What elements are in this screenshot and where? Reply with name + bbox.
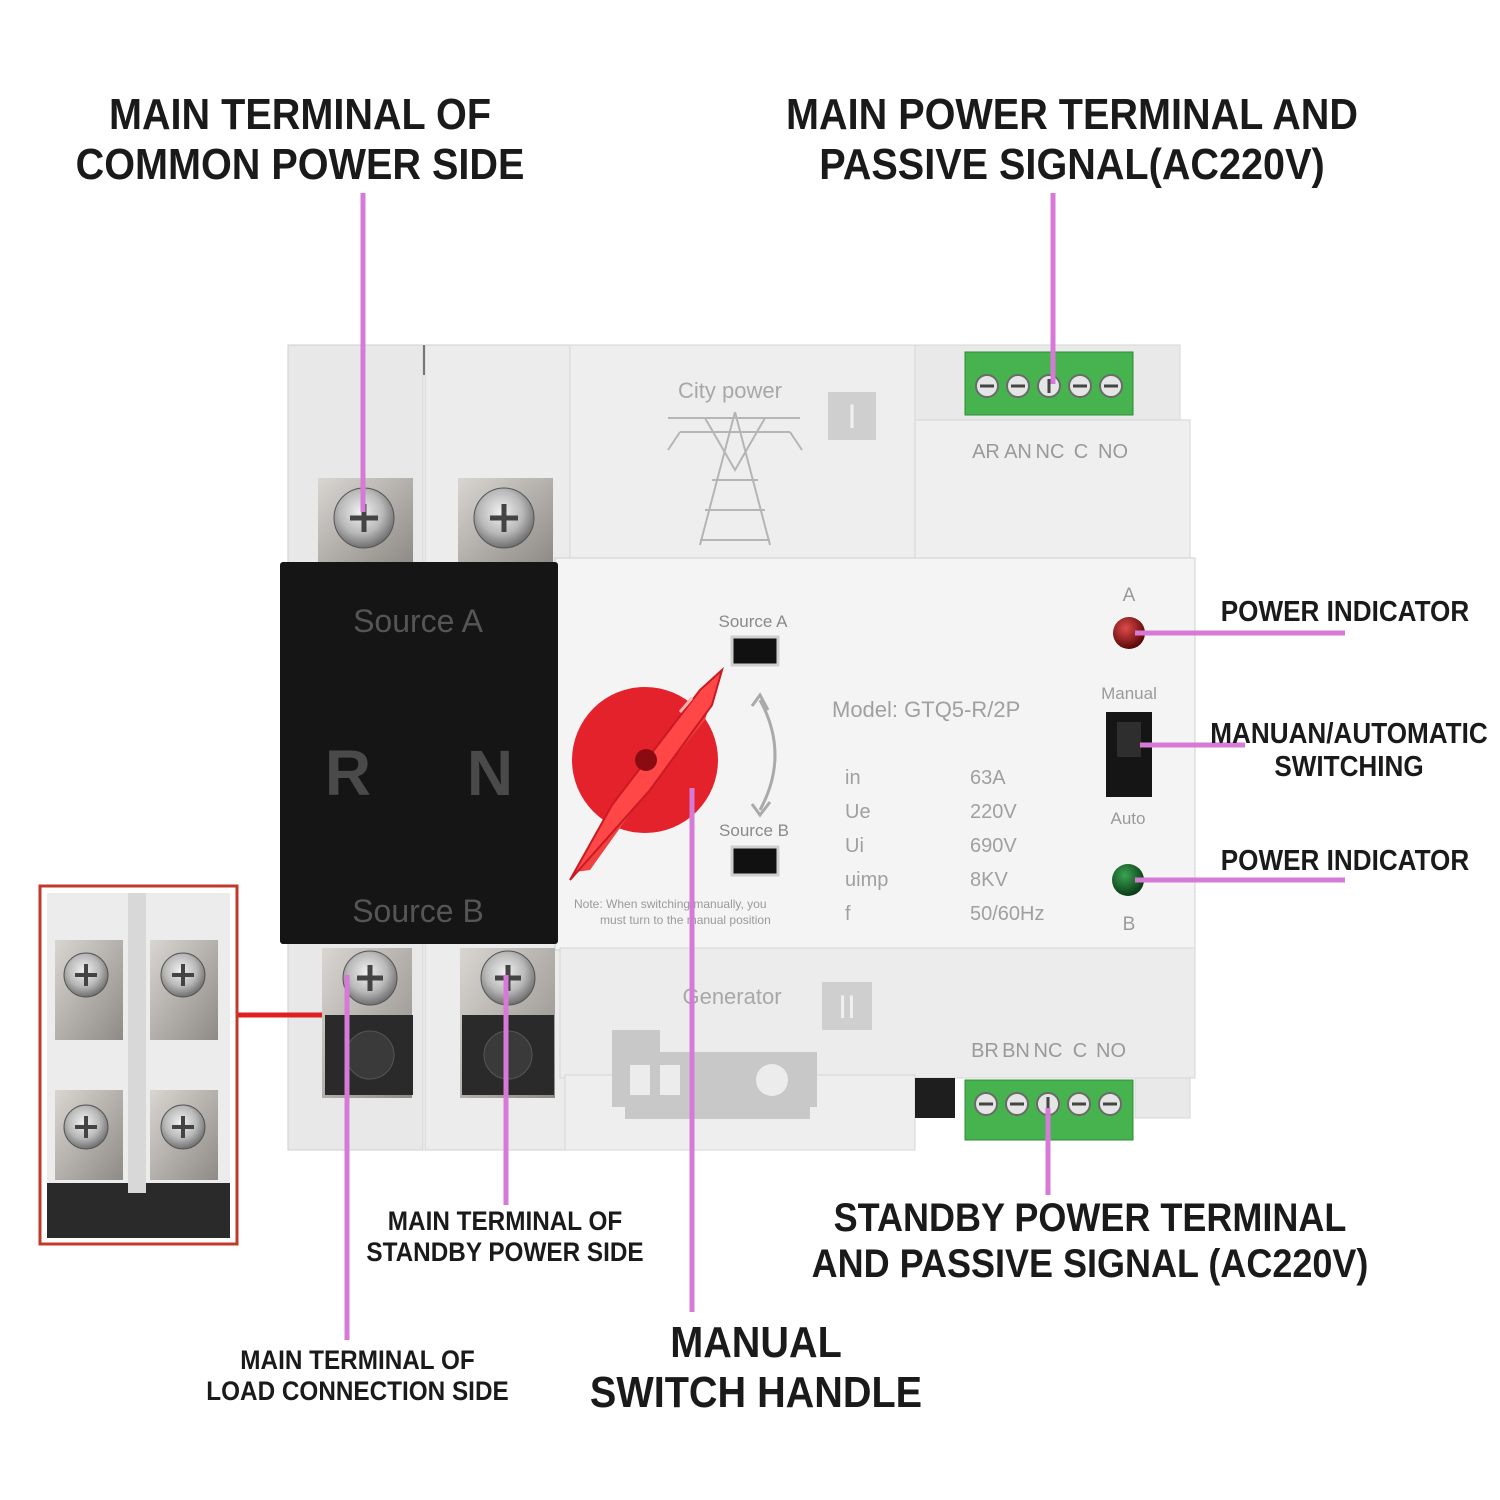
svg-text:I: I xyxy=(847,398,856,436)
generator-module: Generator II xyxy=(612,982,872,1119)
model-label: Model: GTQ5-R/2P xyxy=(832,697,1020,722)
svg-text:Note: When switching manually,: Note: When switching manually, you xyxy=(574,897,767,911)
svg-text:Source A: Source A xyxy=(719,612,789,631)
pylon-icon xyxy=(667,411,803,546)
terminal-zoom-inset xyxy=(38,884,322,1246)
svg-text:Manual: Manual xyxy=(1101,684,1157,703)
source-windows: Source A Source B xyxy=(719,612,789,877)
generator-icon xyxy=(612,1030,817,1119)
svg-text:C: C xyxy=(1073,1040,1087,1062)
svg-text:NC: NC xyxy=(1034,1040,1063,1062)
roman-badge-ii xyxy=(822,982,872,1030)
source-b-label: Source B xyxy=(352,893,484,929)
svg-text:220V: 220V xyxy=(970,801,1017,823)
svg-text:AN: AN xyxy=(1004,441,1032,463)
svg-text:must turn to the manual positi: must turn to the manual position xyxy=(600,913,771,927)
svg-text:NC: NC xyxy=(1036,441,1065,463)
city-power-module: City power I xyxy=(667,378,876,546)
led-b-indicator xyxy=(1112,864,1144,896)
callout-power-indicator-b: POWER INDICATOR xyxy=(1220,845,1470,877)
callout-standby-side: MAIN TERMINAL OF STANDBY POWER SIDE xyxy=(366,1206,644,1267)
source-a-label: Source A xyxy=(353,603,484,639)
svg-text:f: f xyxy=(845,903,851,925)
svg-text:Auto: Auto xyxy=(1111,809,1146,828)
svg-text:Ui: Ui xyxy=(845,835,864,857)
city-power-label: City power xyxy=(678,378,782,403)
callout-manual-handle: MANUAL SWITCH HANDLE xyxy=(589,1318,923,1418)
callout-load-side: MAIN TERMINAL OF LOAD CONNECTION SIDE xyxy=(206,1345,509,1406)
svg-text:8KV: 8KV xyxy=(970,869,1008,891)
callout-manual-auto: MANUAN/AUTOMATIC SWITCHING xyxy=(1210,718,1488,784)
n-label: N xyxy=(467,737,513,809)
svg-text:63A: 63A xyxy=(970,767,1006,789)
r-label: R xyxy=(325,737,371,809)
svg-text:C: C xyxy=(1074,441,1088,463)
svg-text:uimp: uimp xyxy=(845,869,888,891)
callout-main-power: MAIN POWER TERMINAL AND PASSIVE SIGNAL(A… xyxy=(786,90,1358,190)
handle-note: Note: When switching manually, you must … xyxy=(574,897,771,927)
svg-text:NO: NO xyxy=(1096,1040,1126,1062)
svg-text:B: B xyxy=(1123,914,1136,935)
svg-text:Source B: Source B xyxy=(719,821,789,840)
roman-badge-i xyxy=(828,392,876,440)
callout-standby-power: STANDBY POWER TERMINAL AND PASSIVE SIGNA… xyxy=(811,1196,1369,1286)
breaker-cover: Source A R N Source B xyxy=(280,562,558,944)
indicator-panel: A Manual Auto B xyxy=(1101,585,1157,935)
spec-panel: Model: GTQ5-R/2P in 63A Ue 220V Ui 690V … xyxy=(832,697,1045,925)
callout-common-power: MAIN TERMINAL OF COMMON POWER SIDE xyxy=(75,90,525,190)
svg-text:50/60Hz: 50/60Hz xyxy=(970,903,1045,925)
manual-switch-handle[interactable] xyxy=(569,666,724,881)
led-a-indicator xyxy=(1113,617,1145,649)
svg-text:in: in xyxy=(845,767,861,789)
svg-text:BR: BR xyxy=(971,1040,999,1062)
leader-lines xyxy=(344,193,1345,1340)
top-signal-terminal xyxy=(964,351,1134,416)
top-terminal-screws xyxy=(318,478,553,563)
top-terminal-labels: AR AN NC C NO xyxy=(972,441,1128,463)
svg-text:BN: BN xyxy=(1002,1040,1030,1062)
svg-text:II: II xyxy=(838,989,856,1025)
svg-text:AR: AR xyxy=(972,441,1000,463)
svg-text:A: A xyxy=(1123,585,1136,606)
generator-label: Generator xyxy=(682,984,781,1009)
bottom-terminal-labels: BR BN NC C NO xyxy=(971,1040,1126,1062)
svg-text:Ue: Ue xyxy=(845,801,871,823)
callout-power-indicator-a: POWER INDICATOR xyxy=(1220,596,1470,628)
svg-text:NO: NO xyxy=(1098,441,1128,463)
rotate-arrow-icon xyxy=(758,699,777,811)
svg-text:690V: 690V xyxy=(970,835,1017,857)
